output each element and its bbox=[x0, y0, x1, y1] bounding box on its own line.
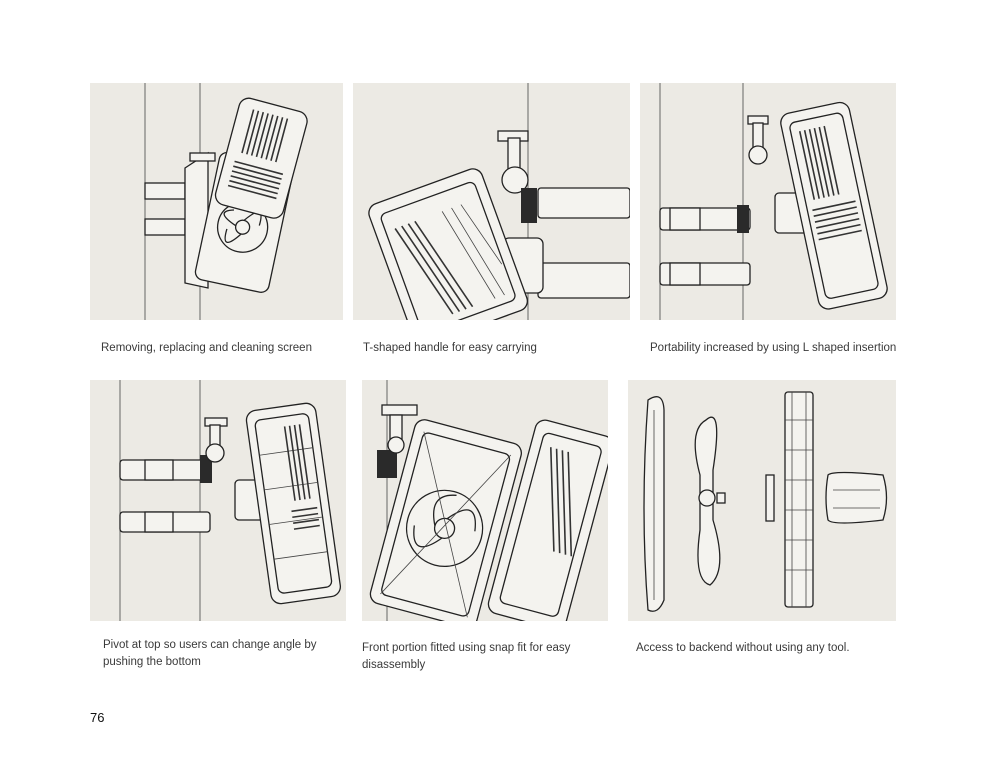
caption-l-insertion: Portability increased by using L shaped … bbox=[650, 342, 897, 354]
illustration-l-insertion bbox=[640, 83, 896, 320]
illustration-snap-fit bbox=[362, 380, 608, 621]
illustration-screen-removal bbox=[90, 83, 343, 320]
caption-screen-removal: Removing, replacing and cleaning screen bbox=[101, 342, 312, 354]
illustration-exploded-view bbox=[628, 380, 896, 621]
caption-exploded-view: Access to backend without using any tool… bbox=[636, 642, 850, 654]
illustration-pivot bbox=[90, 380, 346, 621]
page-number: 76 bbox=[90, 710, 105, 725]
caption-snap-fit: Front portion fitted using snap fit for … bbox=[362, 642, 571, 671]
caption-pivot: Pivot at top so users can change angle b… bbox=[103, 639, 317, 668]
illustration-t-handle bbox=[353, 83, 630, 320]
caption-t-handle: T-shaped handle for easy carrying bbox=[363, 342, 537, 354]
